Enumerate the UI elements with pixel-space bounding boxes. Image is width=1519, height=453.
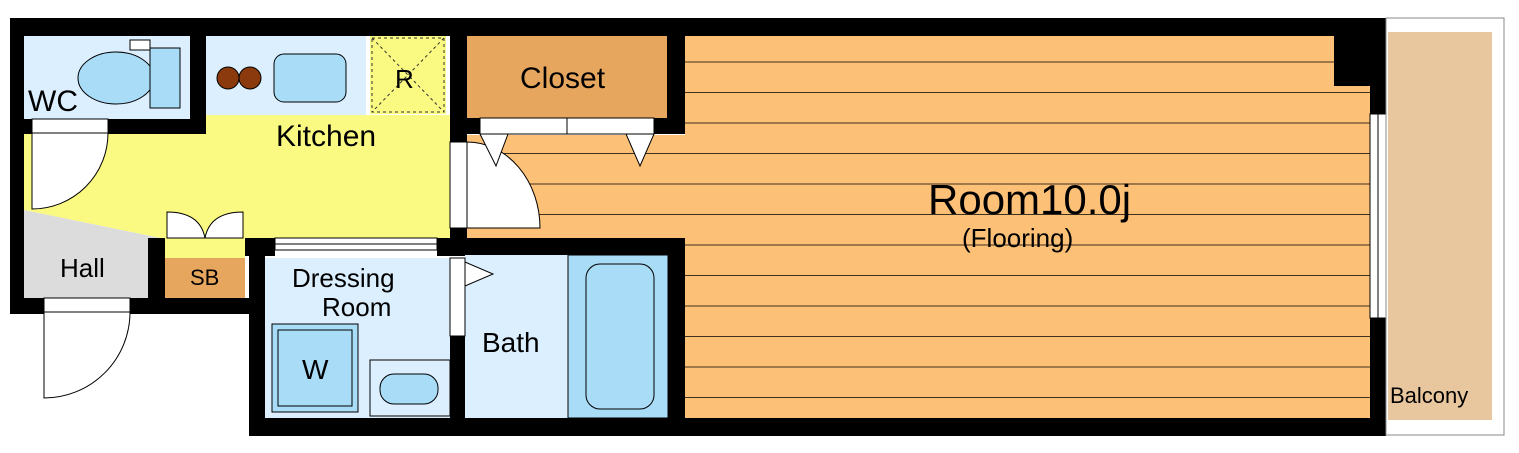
wall [10,298,44,314]
refrigerator-label: R [395,64,414,94]
wall [10,18,1386,36]
wc-label: WC [28,85,78,118]
balcony-label: Balcony [1390,383,1468,408]
wall [190,30,206,134]
refrigerator-space [370,36,446,114]
washing-machine-icon [271,323,359,413]
bathtub-icon [585,263,655,410]
wall [245,238,275,256]
openings [31,17,1505,436]
balcony-frame [1385,17,1505,436]
labels: WC Kitchen R Closet Room10.0j (Flooring)… [28,62,1468,408]
bath-label: Bath [482,327,540,358]
wall [450,30,467,142]
dressing-room-label-line2: Room [322,292,391,322]
wall [437,238,465,256]
wall [654,118,685,134]
main-room-label: Room10.0j [928,176,1131,223]
balcony-floor [1388,32,1492,420]
door-swings [31,132,655,399]
shoe-box [165,258,245,298]
closet-label: Closet [520,62,606,95]
wall [450,118,480,134]
dressing-room-label-line1: Dressing [292,263,395,293]
fixtures [77,37,669,419]
washing-machine-inner [277,329,353,407]
wall [24,119,32,134]
wc-door-swing [31,132,109,210]
room-door-swing [466,141,541,229]
bath-door-swing [464,261,495,287]
wall [1370,318,1386,436]
kitchen-label: Kitchen [276,120,376,153]
wall [1334,30,1386,86]
kitchen-sink-icon [273,53,347,103]
closet-door-right [625,133,655,168]
room-door-opening [449,141,468,229]
main-room-floor [465,36,1370,418]
washer-label: W [302,354,329,385]
wall [667,30,685,134]
hall-label: Hall [60,253,105,283]
wall [249,418,1386,436]
wc-door-opening [31,118,109,134]
wall [450,238,685,255]
refrigerator-icon [371,37,445,113]
wall [148,238,165,313]
closet-floor [467,34,670,118]
flooring-lines [467,61,1370,398]
wall [10,18,24,314]
wall [249,238,265,436]
toilet-icon [77,39,181,109]
entrance-door-swing [43,311,131,399]
wall [450,336,465,433]
wash-basin-icon [379,373,439,405]
closet-door-left [479,133,509,168]
stove-icon [216,66,262,90]
bath-door-opening [449,257,466,337]
main-room-floor-label: (Flooring) [962,223,1073,253]
hall-floor [24,210,165,298]
shoe-box-door-right [204,211,244,239]
wall [668,238,685,433]
kitchen-floor [24,115,450,258]
wall [108,119,206,134]
shoe-box-label: SB [190,265,219,290]
entrance-opening [43,297,131,313]
walls [10,18,1386,436]
